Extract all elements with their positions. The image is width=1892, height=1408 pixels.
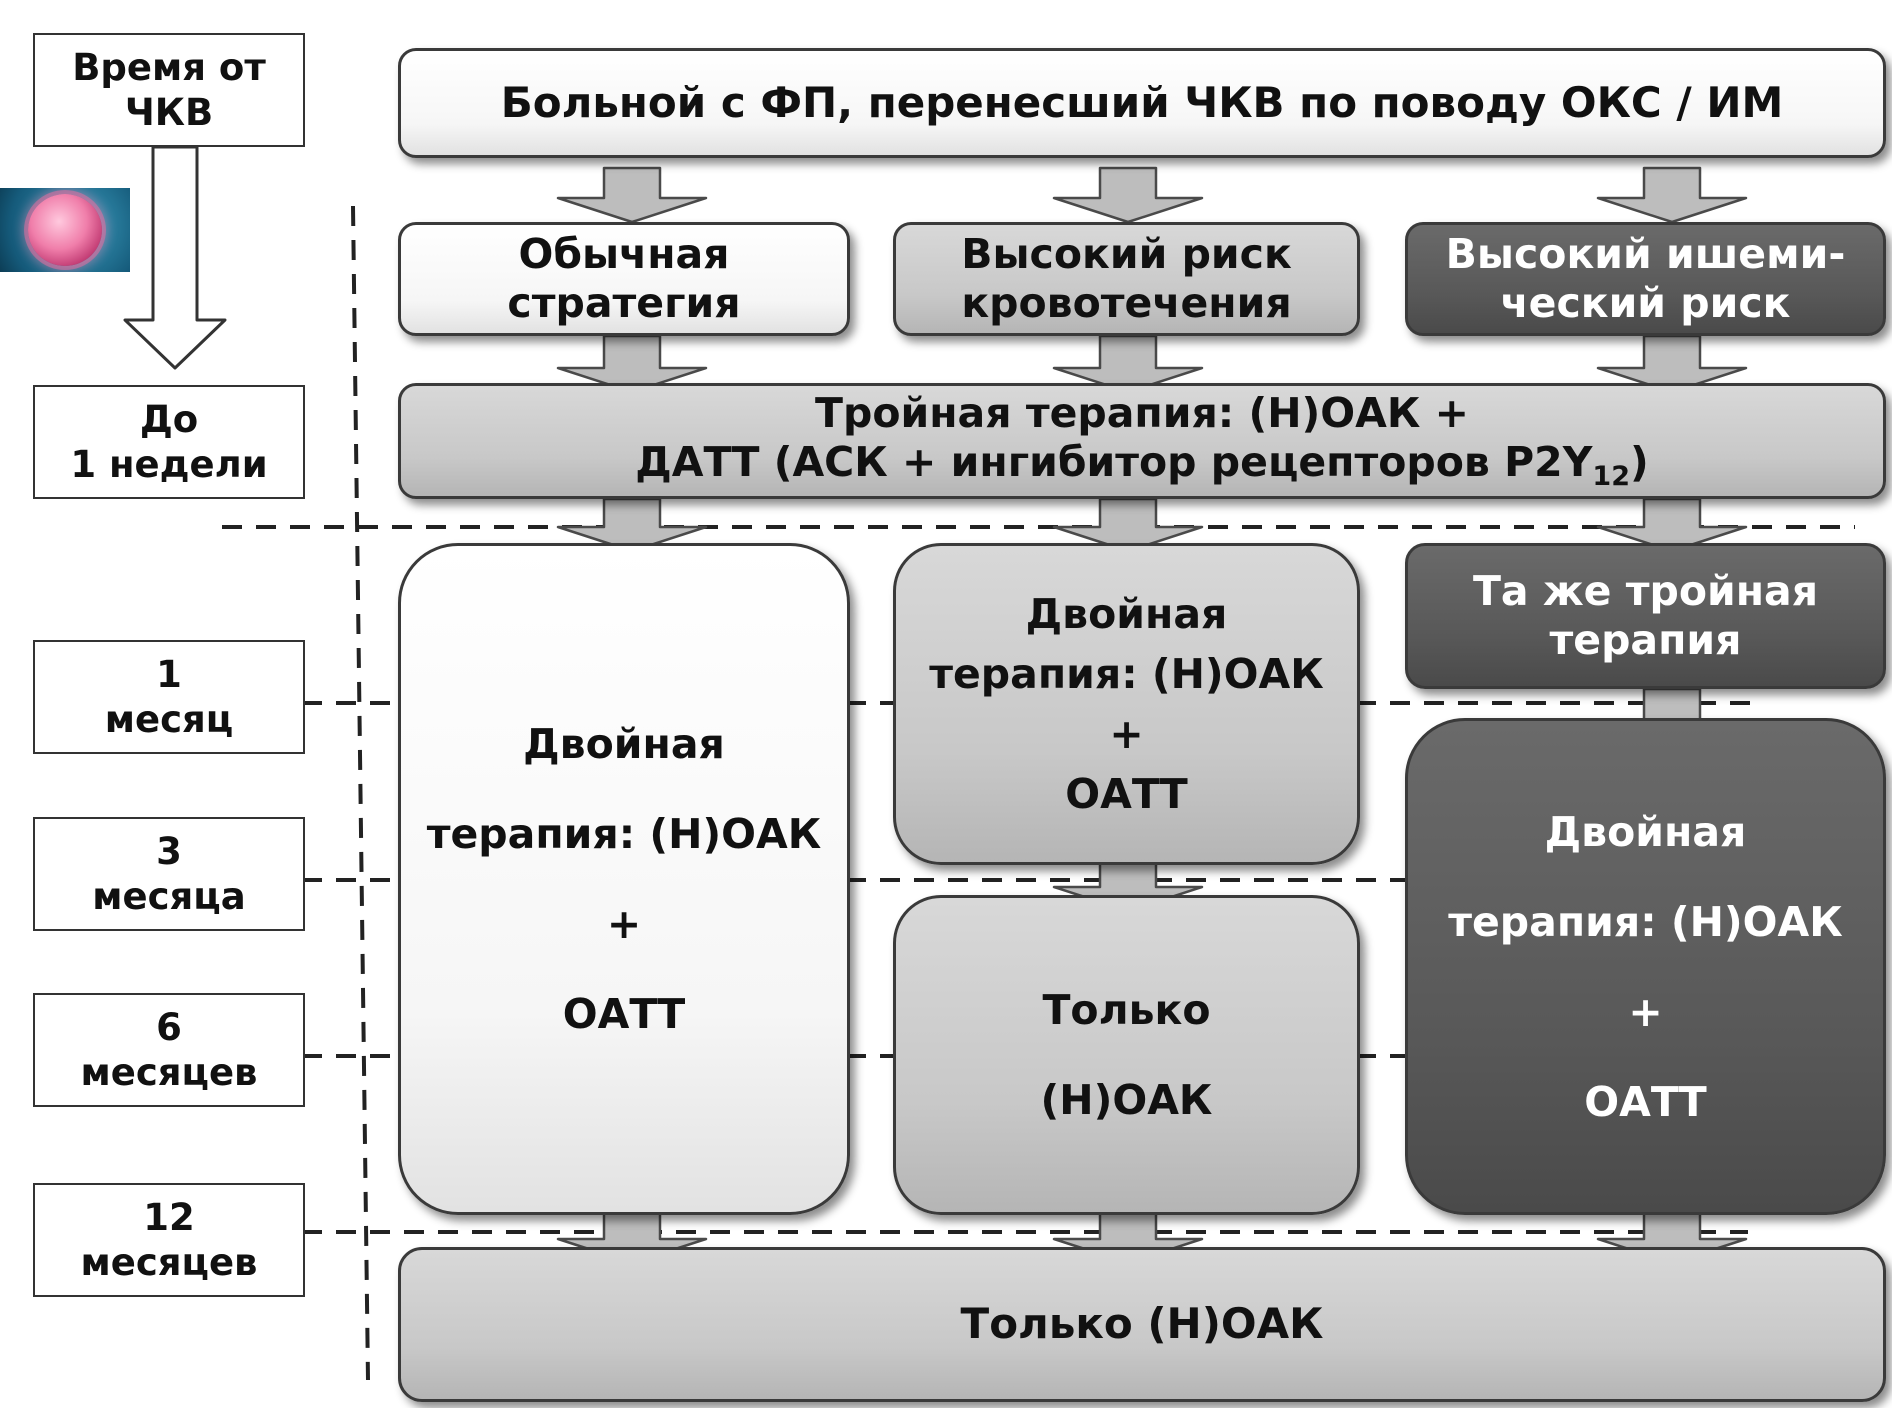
time-mark-1-month-line1: 1: [156, 652, 182, 696]
usual-dual-line3: +: [606, 900, 642, 948]
triple-therapy-line1: Тройная терапия: (Н)ОАК +: [815, 389, 1469, 438]
time-header-line2: ЧКВ: [124, 91, 214, 134]
ischemic-dual-line3: +: [1628, 987, 1663, 1036]
time-mark-1-month-line2: месяц: [104, 698, 234, 741]
time-mark-6-months-line2: месяцев: [80, 1051, 258, 1094]
bleeding-dual-line3: +: [1109, 710, 1144, 758]
patient-box-text: Больной с ФП, перенесший ЧКВ по поводу О…: [500, 77, 1784, 127]
arrow-top-to-strategy-1: [556, 166, 708, 224]
triple-therapy-line2-end: ): [1629, 437, 1649, 486]
time-mark-12-months: 12 месяцев: [33, 1183, 305, 1297]
time-header-line1: Время от: [72, 45, 266, 89]
time-header: Время от ЧКВ: [33, 33, 305, 147]
ischemic-dual-therapy-box: Двойная терапия: (Н)ОАК + ОАТТ: [1405, 718, 1886, 1215]
usual-dual-line2: терапия: (Н)ОАК: [426, 810, 822, 858]
bleeding-dual-line2: терапия: (Н)ОАК: [929, 650, 1324, 698]
time-mark-12-months-line2: месяцев: [80, 1241, 258, 1284]
virus-cell-icon: [28, 194, 102, 266]
triple-therapy-subscript: 12: [1592, 460, 1630, 492]
dash-vertical-main: [351, 205, 370, 1381]
bleeding-only-line2: (Н)ОАК: [1040, 1076, 1213, 1124]
time-mark-week-line1: До: [139, 397, 199, 441]
arrow-top-to-strategy-3: [1596, 166, 1748, 224]
time-down-arrow: [123, 145, 227, 370]
usual-dual-line1: Двойная: [523, 720, 725, 768]
ischemic-same-line1: Та же тройная: [1472, 566, 1819, 615]
triple-therapy-line2: ДАТТ (АСК + ингибитор рецепторов P2Y12): [635, 438, 1648, 493]
time-mark-6-months-line1: 6: [156, 1005, 182, 1049]
usual-dual-line4: ОАТТ: [562, 990, 686, 1038]
strategy-bleeding-line1: Высокий риск: [961, 229, 1292, 278]
strategy-usual: Обычная стратегия: [398, 222, 850, 336]
ischemic-same-line2: терапия: [1549, 616, 1742, 664]
arrow-strategy-to-triple-1: [556, 334, 708, 394]
arrow-triple-to-usual: [556, 497, 708, 553]
ischemic-dual-line1: Двойная: [1544, 807, 1747, 856]
strategy-bleeding-line2: кровотечения: [961, 279, 1292, 327]
flow-arrows: [556, 166, 1748, 1265]
time-mark-week-line2: 1 недели: [70, 443, 268, 486]
virus-thumbnail: [0, 188, 130, 272]
arrow-strategy-to-triple-3: [1596, 334, 1748, 394]
usual-dual-therapy-box: Двойная терапия: (Н)ОАК + ОАТТ: [398, 543, 850, 1215]
bleeding-only-line1: Только: [1042, 986, 1211, 1034]
strategy-bleeding-risk: Высокий риск кровотечения: [893, 222, 1360, 336]
time-mark-3-months: 3 месяца: [33, 817, 305, 931]
only-oac-final-text: Только (Н)ОАК: [960, 1299, 1324, 1349]
time-mark-week: До 1 недели: [33, 385, 305, 499]
bleeding-dual-line1: Двойная: [1025, 590, 1228, 638]
strategy-usual-line2: стратегия: [507, 279, 741, 327]
ischemic-dual-line4: ОАТТ: [1584, 1077, 1707, 1126]
triple-therapy-box: Тройная терапия: (Н)ОАК + ДАТТ (АСК + ин…: [398, 383, 1886, 499]
arrow-strategy-to-triple-2: [1052, 334, 1204, 394]
time-mark-12-months-line1: 12: [143, 1195, 195, 1239]
strategy-ischemic-line1: Высокий ишеми-: [1445, 229, 1846, 278]
strategy-ischemic-line2: ческий риск: [1500, 279, 1791, 327]
bleeding-only-oac-box: Только (Н)ОАК: [893, 895, 1360, 1215]
patient-box: Больной с ФП, перенесший ЧКВ по поводу О…: [398, 48, 1886, 158]
bleeding-dual-line4: ОАТТ: [1065, 770, 1188, 818]
only-oac-final-box: Только (Н)ОАК: [398, 1247, 1886, 1402]
triple-therapy-line2-main: ДАТТ (АСК + ингибитор рецепторов P2Y: [635, 437, 1593, 486]
time-mark-3-months-line1: 3: [156, 829, 182, 873]
strategy-usual-line1: Обычная: [518, 229, 730, 278]
arrow-triple-to-ischemic: [1596, 497, 1748, 553]
ischemic-dual-line2: терапия: (Н)ОАК: [1448, 897, 1843, 946]
arrow-triple-to-bleeding: [1052, 497, 1204, 553]
time-mark-1-month: 1 месяц: [33, 640, 305, 754]
arrow-top-to-strategy-2: [1052, 166, 1204, 224]
time-mark-6-months: 6 месяцев: [33, 993, 305, 1107]
bleeding-dual-therapy-box: Двойная терапия: (Н)ОАК + ОАТТ: [893, 543, 1360, 865]
time-mark-3-months-line2: месяца: [92, 875, 246, 918]
strategy-ischemic-risk: Высокий ишеми- ческий риск: [1405, 222, 1886, 336]
ischemic-same-triple-box: Та же тройная терапия: [1405, 543, 1886, 689]
